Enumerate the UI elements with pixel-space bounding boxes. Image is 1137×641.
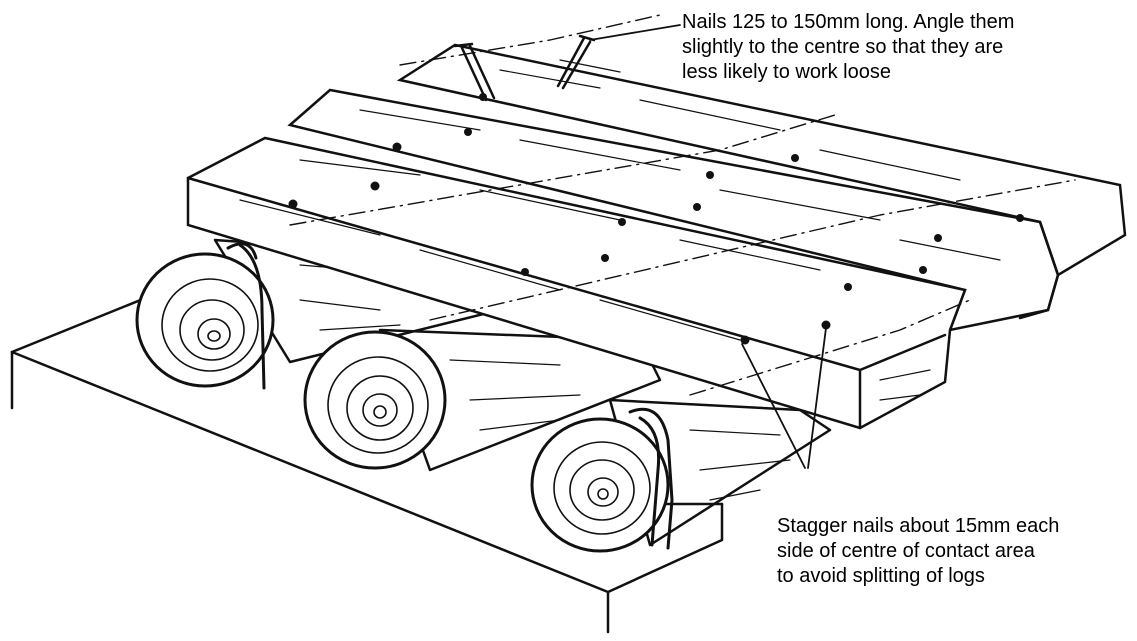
plank-front [186, 136, 967, 430]
nail-length-note-line-2: slightly to the centre so that they are [682, 36, 1004, 58]
leader-lines [589, 24, 827, 469]
stagger-nails-note-line-2: side of centre of contact area [777, 540, 1035, 562]
log-front [530, 398, 832, 553]
nail-heads [288, 93, 1024, 345]
stagger-nails-note-line-1: Stagger nails about 15mm each [777, 515, 1060, 537]
stagger-nails-note: Stagger nails about 15mm each side of ce… [777, 514, 1059, 589]
stagger-nails-note-line-3: to avoid splitting of logs [777, 565, 985, 587]
nail-length-note-line-1: Nails 125 to 150mm long. Angle them [682, 11, 1015, 33]
contact-centre-lines [289, 14, 1076, 396]
nail-length-note-line-3: less likely to work loose [682, 61, 891, 83]
nail-length-note: Nails 125 to 150mm long. Angle them slig… [682, 10, 1014, 85]
log-middle [303, 328, 662, 472]
angled-nails [453, 34, 596, 102]
